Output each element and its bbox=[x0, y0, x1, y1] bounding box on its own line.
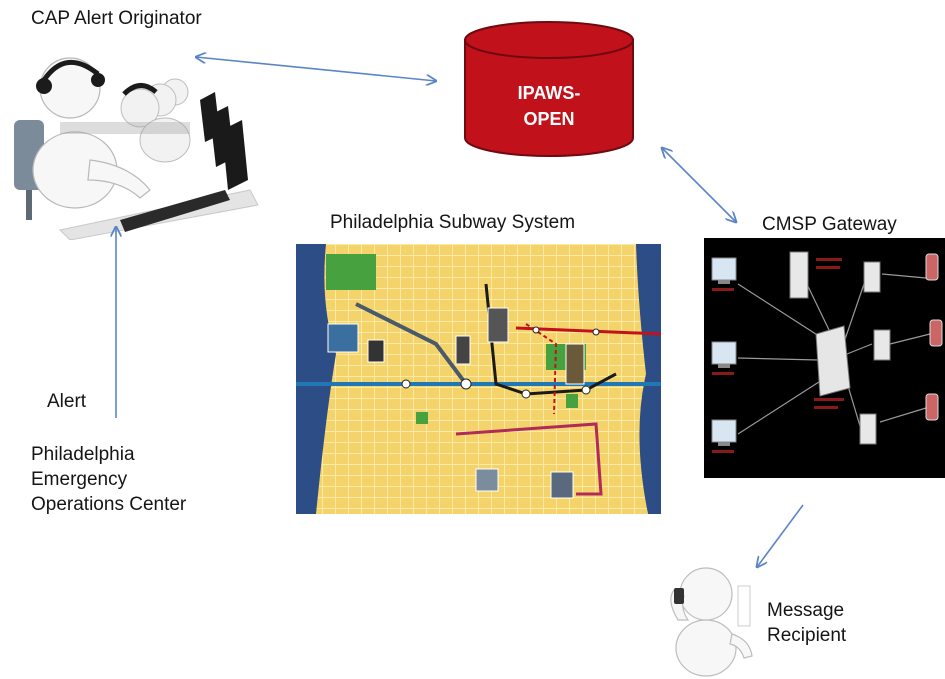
recipient-label: Message Recipient bbox=[767, 598, 927, 648]
eoc-line2: Emergency bbox=[31, 469, 128, 490]
operators-illustration bbox=[14, 57, 259, 240]
eoc-line3: Operations Center bbox=[31, 494, 187, 515]
arrow-ipaws-gateway bbox=[662, 148, 736, 222]
arrow-originator-ipaws bbox=[196, 57, 436, 81]
gateway-title: CMSP Gateway bbox=[762, 214, 897, 235]
gateway-network-diagram bbox=[704, 238, 945, 478]
ipaws-open-database bbox=[464, 21, 634, 157]
monitor-icons bbox=[711, 257, 737, 446]
subway-map bbox=[296, 244, 661, 514]
eoc-line1: Philadelphia bbox=[31, 444, 135, 465]
arrow-gateway-recipient bbox=[757, 504, 804, 567]
subway-title: Philadelphia Subway System bbox=[330, 212, 576, 233]
recipient-line1: Message bbox=[767, 600, 845, 621]
ipaws-label-line1: IPAWS- bbox=[517, 83, 581, 103]
recipient-line2: Recipient bbox=[767, 625, 847, 646]
ipaws-label-line2: OPEN bbox=[523, 109, 575, 129]
originator-title: CAP Alert Originator bbox=[31, 8, 202, 29]
alert-label: Alert bbox=[47, 391, 87, 412]
eoc-label: Philadelphia Emergency Operations Center bbox=[31, 442, 251, 517]
recipient-figure bbox=[670, 567, 753, 677]
ipaws-label: IPAWS- OPEN bbox=[463, 80, 635, 132]
